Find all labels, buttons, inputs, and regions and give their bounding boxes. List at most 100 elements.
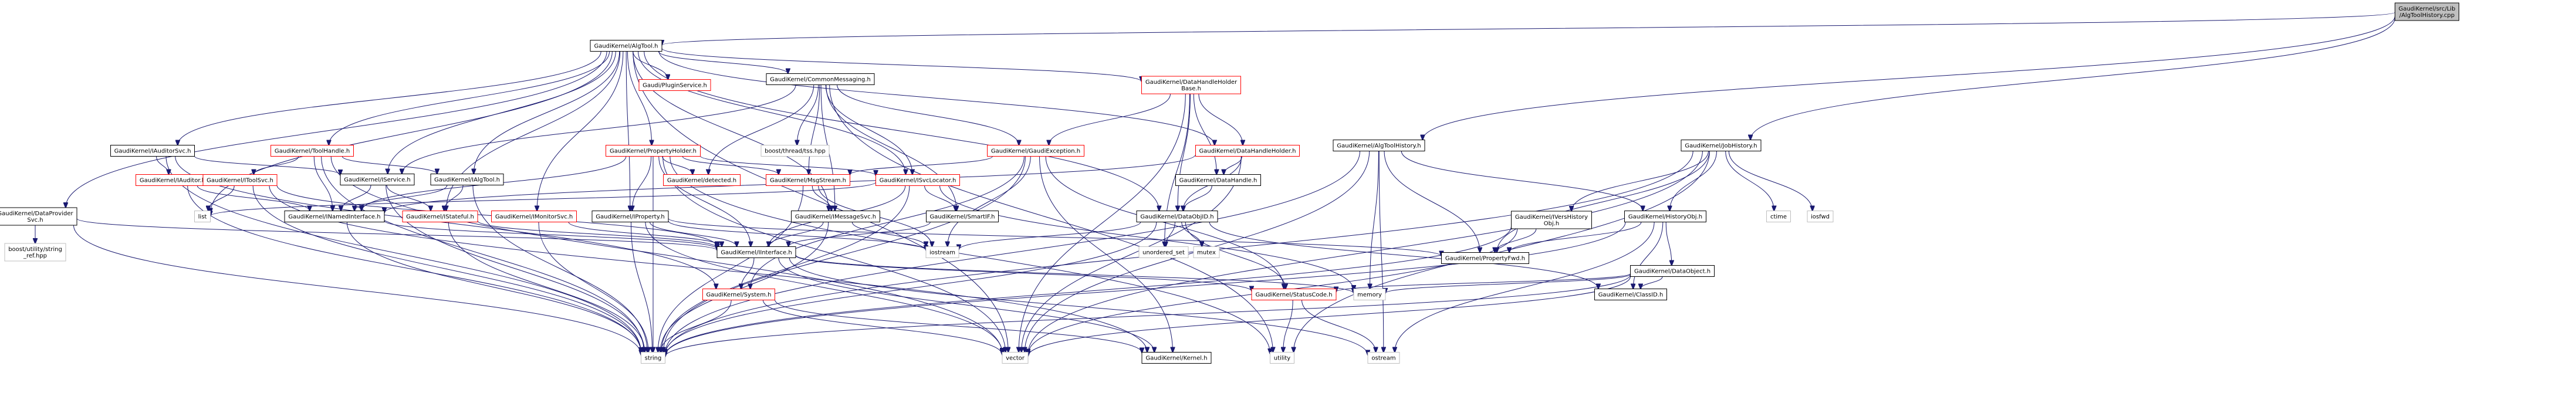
node-box bbox=[0, 207, 77, 226]
node-box bbox=[1136, 211, 1218, 222]
node-detected-h[interactable]: GaudiKernel/detected.h bbox=[663, 174, 741, 186]
node-box bbox=[1630, 265, 1715, 277]
node-itoolsvc-h[interactable]: GaudiKernel/IToolSvc.h bbox=[202, 174, 278, 186]
node-label: unordered_set bbox=[1142, 250, 1185, 256]
edge-commonmessaging-h-to-isvclocator-h bbox=[825, 84, 912, 175]
node-algtool-h[interactable]: GaudiKernel/AlgTool.h bbox=[590, 40, 662, 52]
node-box bbox=[271, 145, 354, 157]
node-box bbox=[1333, 140, 1425, 151]
edge-propertyholder-h-to-iproperty-h bbox=[632, 156, 652, 211]
edge-algtool-h-to-commonmessaging-h bbox=[658, 51, 788, 74]
node-label: GaudiKernel/PropertyFwd.h bbox=[1445, 256, 1525, 262]
node-inamedinterface-h[interactable]: GaudiKernel/INamedInterface.h bbox=[284, 211, 385, 222]
node-ctime: ctime bbox=[1766, 211, 1791, 222]
node-commonmessaging-h[interactable]: GaudiKernel/CommonMessaging.h bbox=[766, 73, 875, 85]
node-label: _ref.hpp bbox=[23, 253, 47, 259]
node-datahandleholder-h[interactable]: GaudiKernel/DataHandleHolder.h bbox=[1195, 145, 1300, 157]
edge-iinterface-h-to-kernel-h bbox=[778, 257, 1154, 353]
node-dataobjid-h[interactable]: GaudiKernel/DataObjID.h bbox=[1136, 211, 1218, 222]
node-classid-h[interactable]: GaudiKernel/ClassID.h bbox=[1594, 289, 1667, 300]
node-toolhandle-h[interactable]: GaudiKernel/ToolHandle.h bbox=[271, 145, 354, 157]
edge-iservice-h-to-inamedinterface-h bbox=[341, 185, 371, 211]
node-boost-thread-tss: boost/thread/tss.hpp bbox=[760, 145, 830, 157]
edge-algtool-h-to-toolhandle-h bbox=[329, 51, 610, 145]
edge-commonmessaging-h-to-utility bbox=[829, 84, 1273, 353]
edge-historyobj-h-to-string bbox=[665, 222, 1626, 357]
edge-algtoolhistory-h-to-ostream bbox=[1378, 151, 1384, 353]
node-iauditor-h[interactable]: GaudiKernel/IAuditor.h bbox=[136, 174, 209, 186]
node-utility: utility bbox=[1270, 352, 1294, 364]
node-iauditorsvc-h[interactable]: GaudiKernel/IAuditorSvc.h bbox=[110, 145, 195, 157]
edge-statuscode-h-to-utility bbox=[1283, 300, 1293, 353]
node-box bbox=[1511, 211, 1592, 229]
edge-commonmessaging-h-to-msgstream-h bbox=[809, 84, 820, 175]
edge-historyobj-h-to-classid-h bbox=[1633, 222, 1664, 289]
node-box bbox=[430, 174, 504, 185]
node-gaudiexception-h[interactable]: GaudiKernel/GaudiException.h bbox=[987, 145, 1084, 157]
node-box bbox=[1138, 246, 1189, 258]
node-label: GaudiKernel/IMessageSvc.h bbox=[795, 214, 876, 221]
edge-datahandleholderbase-h-to-dataobjid-h bbox=[1178, 93, 1191, 211]
node-box bbox=[1367, 352, 1400, 364]
node-box bbox=[194, 211, 211, 222]
node-isvclocator-h[interactable]: GaudiKernel/ISvcLocator.h bbox=[875, 174, 960, 186]
node-label: GaudiKernel/IService.h bbox=[344, 177, 411, 184]
node-msgstream-h[interactable]: GaudiKernel/MsgStream.h bbox=[766, 174, 850, 186]
node-statuscode-h[interactable]: GaudiKernel/StatusCode.h bbox=[1251, 289, 1337, 300]
node-label: Gaudi/PluginService.h bbox=[643, 83, 707, 89]
node-label: GaudiKernel/ToolHandle.h bbox=[275, 148, 350, 155]
edge-isvclocator-h-to-smartif-h bbox=[924, 185, 956, 211]
edge-algtool-h-to-datahandleholderbase-h bbox=[661, 48, 1142, 82]
edge-historyobj-h-to-ostream bbox=[1395, 222, 1655, 353]
node-system-h[interactable]: GaudiKernel/System.h bbox=[702, 289, 775, 300]
edge-smartif-h-to-iinterface-h bbox=[789, 222, 931, 247]
node-label: GaudiKernel/IStateful.h bbox=[406, 214, 474, 221]
node-datahandle-h[interactable]: GaudiKernel/DataHandle.h bbox=[1175, 174, 1261, 186]
node-label: Obj.h bbox=[1544, 221, 1560, 227]
node-box bbox=[1195, 145, 1300, 157]
node-kernel-h[interactable]: GaudiKernel/Kernel.h bbox=[1141, 352, 1212, 364]
node-istateful-h[interactable]: GaudiKernel/IStateful.h bbox=[402, 211, 478, 222]
node-box bbox=[925, 246, 959, 258]
node-label: mutex bbox=[1197, 250, 1216, 256]
node-box bbox=[1270, 352, 1294, 364]
node-imonitorsvc-h[interactable]: GaudiKernel/IMonitorSvc.h bbox=[491, 211, 577, 222]
node-memory: memory bbox=[1353, 289, 1386, 300]
edge-root-to-jobhistory-h bbox=[1750, 18, 2395, 140]
node-propertyfwd-h[interactable]: GaudiKernel/PropertyFwd.h bbox=[1441, 252, 1529, 264]
node-root[interactable]: GaudiKernel/src/Lib/AlgToolHistory.cpp bbox=[2395, 2, 2459, 21]
node-label: GaudiKernel/JobHistory.h bbox=[1685, 143, 1757, 150]
node-dataobject-h[interactable]: GaudiKernel/DataObject.h bbox=[1630, 265, 1715, 277]
node-box bbox=[641, 352, 665, 364]
edge-ialgtool-h-to-inamedinterface-h bbox=[354, 185, 448, 211]
node-historyobj-h[interactable]: GaudiKernel/HistoryObj.h bbox=[1624, 211, 1706, 222]
node-iinterface-h[interactable]: GaudiKernel/IInterface.h bbox=[716, 246, 796, 258]
node-pluginservice-h[interactable]: Gaudi/PluginService.h bbox=[638, 79, 711, 91]
node-label: iostream bbox=[929, 250, 955, 256]
edge-system-h-to-vector bbox=[762, 300, 1002, 355]
edge-gaudiexception-h-to-system-h bbox=[751, 156, 1025, 289]
node-box bbox=[663, 174, 741, 186]
node-smartif-h[interactable]: GaudiKernel/SmartIF.h bbox=[926, 211, 999, 222]
edge-algtool-h-to-imonitorsvc-h bbox=[537, 51, 624, 211]
node-iservice-h[interactable]: GaudiKernel/IService.h bbox=[340, 174, 415, 185]
edge-statuscode-h-to-ostream bbox=[1301, 300, 1376, 353]
node-algtoolhistory-h[interactable]: GaudiKernel/AlgToolHistory.h bbox=[1333, 140, 1425, 151]
node-propertyholder-h[interactable]: GaudiKernel/PropertyHolder.h bbox=[606, 145, 701, 157]
node-iproperty-h[interactable]: GaudiKernel/IProperty.h bbox=[591, 211, 669, 222]
node-box bbox=[1251, 289, 1337, 300]
node-jobhistory-h[interactable]: GaudiKernel/JobHistory.h bbox=[1681, 140, 1762, 151]
edge-commonmessaging-h-to-gaudiexception-h bbox=[837, 84, 1019, 145]
node-box bbox=[1002, 352, 1029, 364]
edge-system-h-to-kernel-h bbox=[775, 299, 1142, 353]
node-ialgtool-h[interactable]: GaudiKernel/IAlgTool.h bbox=[430, 174, 504, 185]
edge-algtool-h-to-pluginservice-h bbox=[633, 51, 668, 80]
edge-toolhandle-h-to-vector bbox=[330, 156, 1002, 354]
edge-algtoolhistory-h-to-string bbox=[665, 151, 1360, 355]
node-imessagesvc-h[interactable]: GaudiKernel/IMessageSvc.h bbox=[791, 211, 880, 222]
edge-dataobject-h-to-memory bbox=[1385, 274, 1631, 293]
